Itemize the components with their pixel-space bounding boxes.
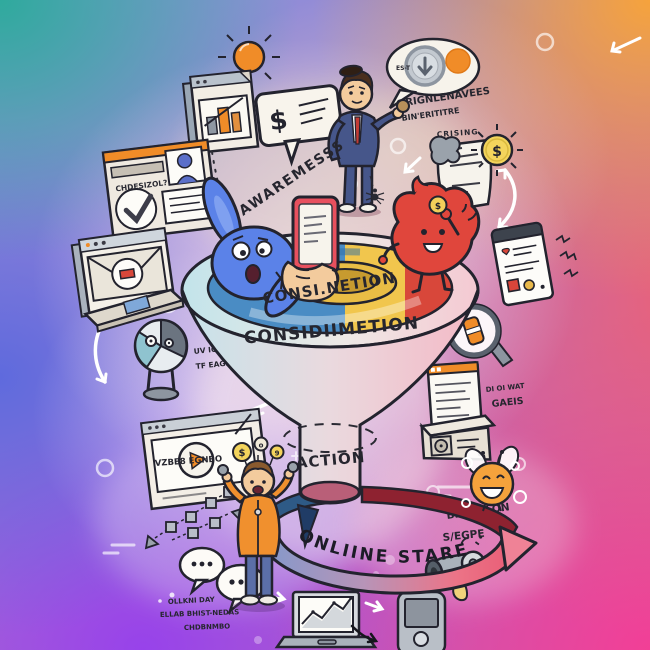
bee-character: [461, 445, 527, 512]
heart-character: $: [378, 175, 481, 294]
dollar-bubble-text: $: [268, 105, 290, 137]
doc-coin-symbol: $: [492, 144, 502, 160]
laptop-icon: [274, 590, 378, 649]
hand-phone-character: [280, 195, 340, 303]
funnel-neck-dashes: [283, 423, 377, 453]
megaphone-note-line2: S/EGPE: [442, 528, 485, 544]
mail-window-icon: [70, 226, 185, 333]
dollar-bubble-icon: $: [254, 84, 344, 167]
ribbon-front: [256, 503, 538, 595]
bottom-note-line1: OLLKNI DAY: [168, 596, 216, 606]
media-player-icon: [396, 590, 447, 650]
mobile-list-card-icon: [490, 221, 555, 307]
kid-coin-1: $: [239, 448, 246, 459]
clock-bubble-text: ES-T: [396, 65, 411, 72]
clock-bubble-icon: ES-T: [385, 37, 481, 110]
video-note: VZBE8 EGNBO: [155, 454, 223, 469]
top-right-label: CRISING: [437, 127, 479, 139]
kid-character: $ o 9: [217, 436, 299, 612]
spider-icon: [365, 175, 385, 205]
bottom-note-line3: CHDBNMBO: [184, 622, 231, 632]
webcam-pie-icon: [133, 318, 189, 402]
checklist-card-icon: CHDESIZOL?: [101, 138, 220, 242]
bottom-note-line2: ELLAB BHIST-NEDAS: [160, 608, 240, 619]
kid-coin-2: o: [259, 442, 264, 450]
businessman-character: [327, 64, 410, 217]
right-note-line1: DI OI WAT: [485, 382, 525, 394]
left-note-line2: TF EAGE: [195, 358, 231, 371]
browser-bar-chart-icon: [181, 69, 260, 155]
black-arrow: [350, 624, 379, 644]
kid-coin-3: 9: [275, 450, 280, 458]
funnel-spout-opening: [299, 480, 361, 504]
heart-coin-symbol: $: [435, 202, 441, 212]
video-player-icon: [139, 407, 271, 511]
right-note-line2: GAEIS: [491, 396, 524, 410]
squiggle-marks: [555, 234, 579, 278]
